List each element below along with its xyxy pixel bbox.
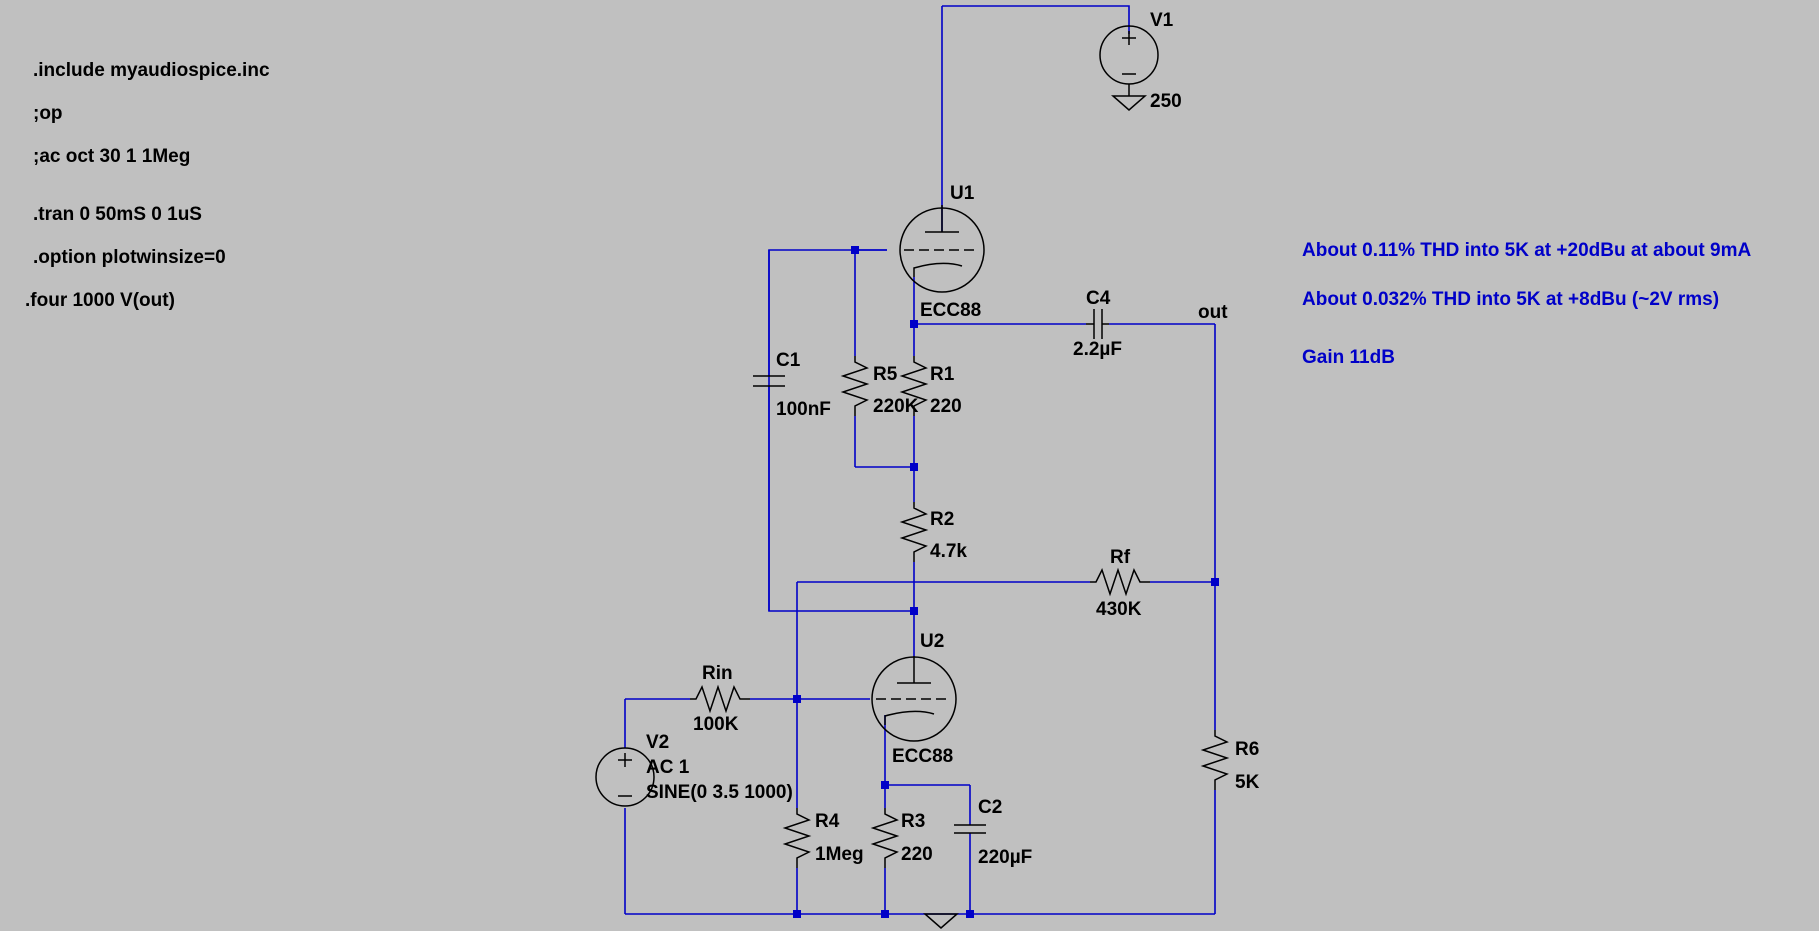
rf-name: Rf xyxy=(1110,547,1131,568)
r3-resistor[interactable] xyxy=(870,808,900,868)
c2-capacitor[interactable] xyxy=(954,824,986,834)
u2-model: ECC88 xyxy=(892,746,953,767)
directive-tran[interactable]: .tran 0 50mS 0 1uS xyxy=(33,204,202,225)
c4-capacitor[interactable] xyxy=(1086,309,1109,339)
wires xyxy=(624,5,1216,915)
rin-name: Rin xyxy=(702,663,733,684)
c4-name: C4 xyxy=(1086,288,1111,309)
v2-sine: SINE(0 3.5 1000) xyxy=(646,782,793,803)
r4-name: R4 xyxy=(815,811,840,832)
rin-resistor[interactable] xyxy=(690,684,750,714)
directive-four[interactable]: .four 1000 V(out) xyxy=(25,290,175,311)
r3-name: R3 xyxy=(901,811,925,832)
r6-name: R6 xyxy=(1235,739,1259,760)
c1-value: 100nF xyxy=(776,399,831,420)
v2-ac: AC 1 xyxy=(646,757,690,778)
v1-voltage-source[interactable] xyxy=(1099,25,1159,96)
rf-resistor[interactable] xyxy=(1090,567,1150,597)
r4-value: 1Meg xyxy=(815,844,864,865)
rf-value: 430K xyxy=(1096,599,1142,620)
u2-triode-icon[interactable] xyxy=(871,656,957,742)
v1-name: V1 xyxy=(1150,10,1174,31)
junction-dots xyxy=(793,246,1219,918)
u2-name: U2 xyxy=(920,631,944,652)
u1-model: ECC88 xyxy=(920,300,981,321)
r2-name: R2 xyxy=(930,509,954,530)
note-thd-8dbu[interactable]: About 0.032% THD into 5K at +8dBu (~2V r… xyxy=(1302,289,1720,310)
out-net-label: out xyxy=(1198,302,1228,323)
r5-resistor[interactable] xyxy=(840,356,870,416)
v2-name: V2 xyxy=(646,732,669,753)
c4-value: 2.2µF xyxy=(1073,339,1122,360)
r3-value: 220 xyxy=(901,844,933,865)
r5-value: 220K xyxy=(873,396,919,417)
c1-capacitor[interactable] xyxy=(753,375,785,387)
r1-resistor[interactable] xyxy=(899,356,929,416)
directive-option[interactable]: .option plotwinsize=0 xyxy=(33,247,226,268)
r4-resistor[interactable] xyxy=(782,808,812,868)
r6-resistor[interactable] xyxy=(1200,730,1230,790)
r5-name: R5 xyxy=(873,364,898,385)
r2-resistor[interactable] xyxy=(899,502,929,562)
note-thd-20dbu[interactable]: About 0.11% THD into 5K at +20dBu at abo… xyxy=(1302,240,1752,261)
c1-name: C1 xyxy=(776,350,801,371)
rin-value: 100K xyxy=(693,714,739,735)
note-gain[interactable]: Gain 11dB xyxy=(1302,347,1395,368)
r2-value: 4.7k xyxy=(930,541,967,562)
directive-ac[interactable]: ;ac oct 30 1 1Meg xyxy=(33,146,191,167)
c2-value: 220µF xyxy=(978,847,1032,868)
directive-include[interactable]: .include myaudiospice.inc xyxy=(33,60,270,81)
r6-value: 5K xyxy=(1235,772,1260,793)
u1-triode-icon[interactable] xyxy=(899,205,985,293)
ground-icon xyxy=(923,913,959,929)
r1-name: R1 xyxy=(930,364,955,385)
u1-name: U1 xyxy=(950,183,975,204)
c2-name: C2 xyxy=(978,797,1002,818)
v2-voltage-source[interactable] xyxy=(595,747,655,807)
r1-value: 220 xyxy=(930,396,962,417)
directive-op[interactable]: ;op xyxy=(33,103,63,124)
v1-value: 250 xyxy=(1150,91,1182,112)
v1-ground-icon xyxy=(1111,95,1147,111)
